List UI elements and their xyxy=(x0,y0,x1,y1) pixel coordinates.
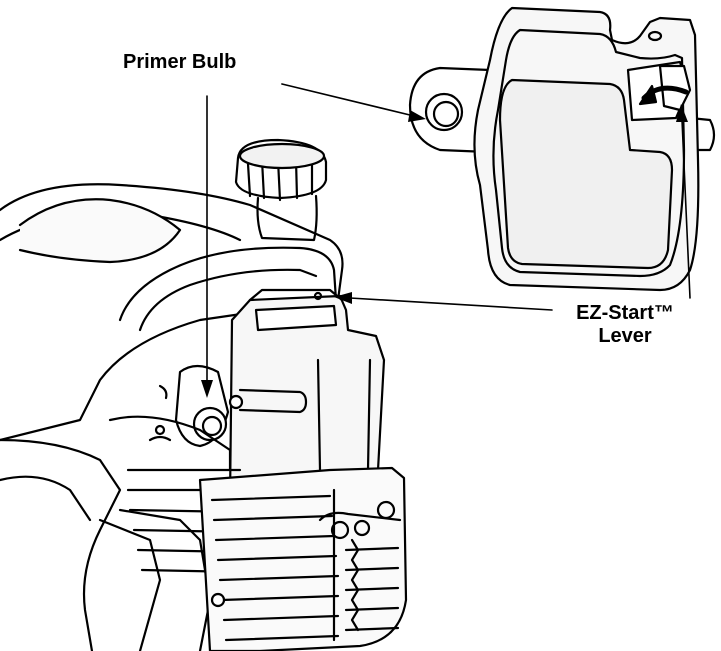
ez-start-lever-label: EZ-Start™ Lever xyxy=(560,302,690,348)
engine-body xyxy=(0,138,408,651)
ez-start-label-line1: EZ-Start™ xyxy=(576,302,674,324)
inset-cover-detail xyxy=(408,6,716,292)
ez-start-label-line2: Lever xyxy=(598,325,652,347)
callout-arrows xyxy=(201,83,691,398)
primer-bulb-label: Primer Bulb xyxy=(123,51,237,73)
